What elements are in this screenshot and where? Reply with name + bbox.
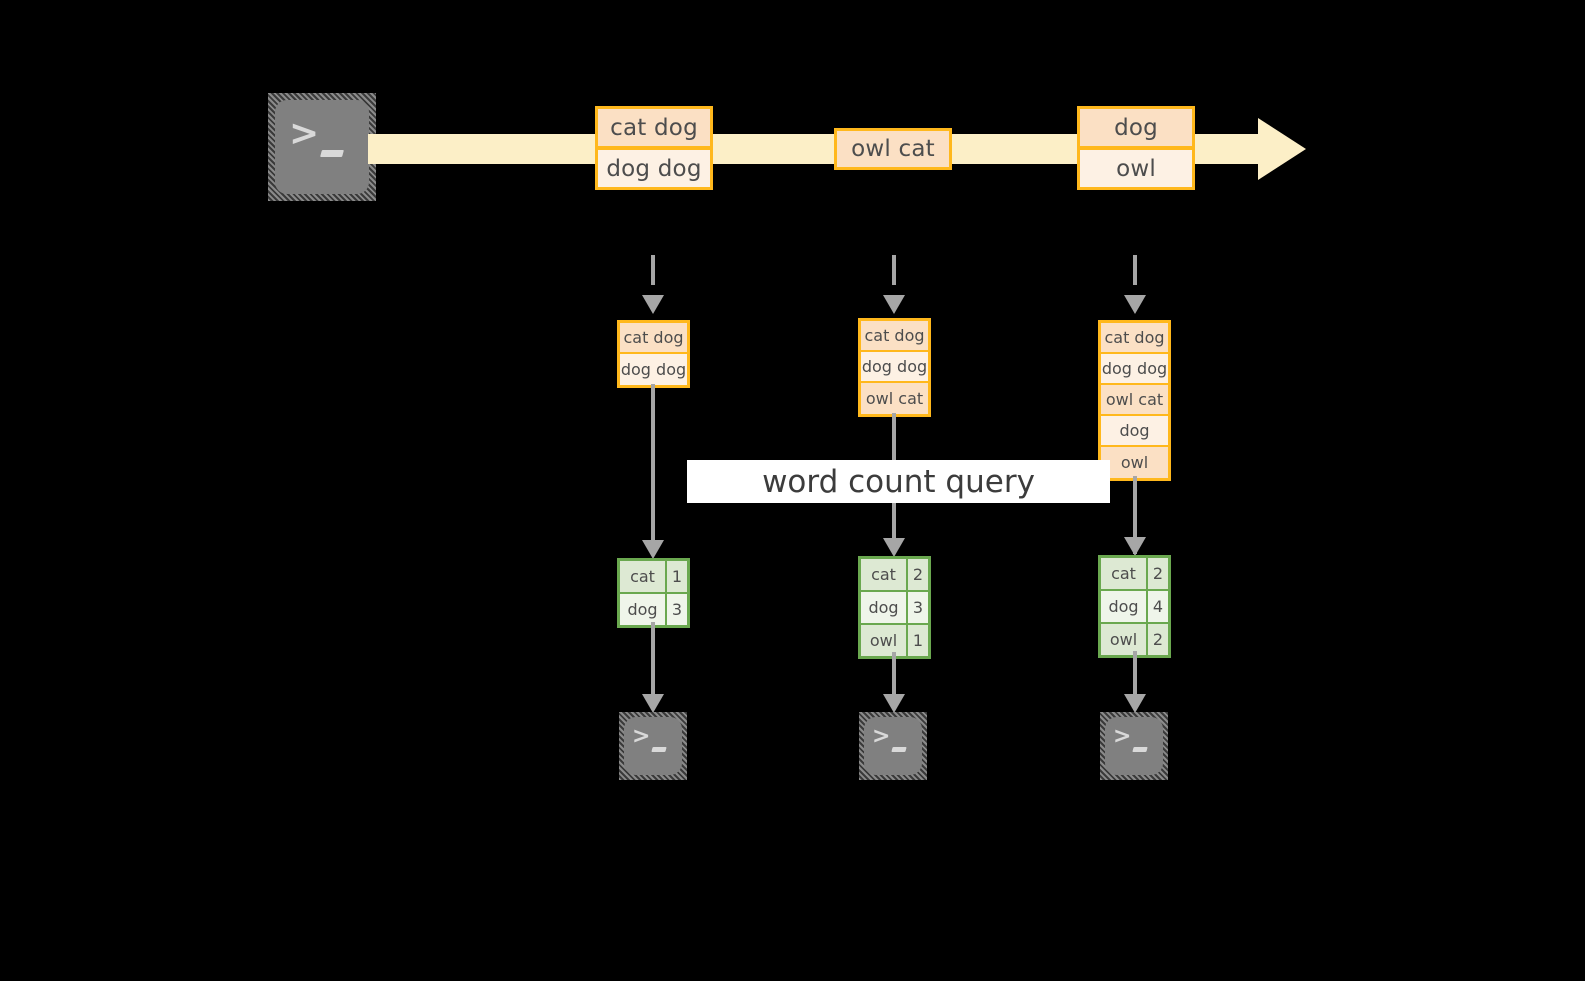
result-word: owl (861, 625, 908, 656)
result-word: cat (1101, 558, 1148, 589)
buffer-row: owl cat (861, 383, 928, 414)
buffer-row: owl cat (1101, 385, 1168, 416)
result-row: owl 2 (1101, 624, 1168, 655)
snapshot-1-sink-arrow-head (642, 694, 664, 713)
query-label-band: word count query (687, 460, 1110, 503)
terminal-screen: > (624, 717, 682, 775)
result-word: dog (1101, 591, 1148, 622)
result-row: cat 2 (861, 559, 928, 592)
snapshot-3-dashed-connector-head (1124, 295, 1146, 314)
stream-event-3-line-2: owl (1077, 147, 1195, 190)
terminal-prompt-glyph: > (632, 724, 651, 749)
result-word: dog (620, 594, 667, 625)
stream-arrow-head (1258, 118, 1306, 180)
result-word: owl (1101, 624, 1148, 655)
snapshot-1-result-table: cat 1 dog 3 (617, 558, 690, 628)
buffer-row: dog dog (1101, 354, 1168, 385)
snapshot-2-sink-arrow-line (892, 652, 896, 697)
snapshot-3-buffer-stack: cat dog dog dog owl cat dog owl (1098, 320, 1171, 481)
snapshot-1-query-arrow-line (651, 384, 655, 554)
snapshot-1-sink-arrow-line (651, 622, 655, 697)
result-word: cat (861, 559, 908, 590)
snapshot-2-dashed-connector-head (883, 295, 905, 314)
terminal-cursor-glyph (891, 747, 907, 752)
source-terminal-icon: > (268, 93, 376, 201)
result-word: dog (861, 592, 908, 623)
result-count: 3 (667, 594, 687, 625)
snapshot-2-buffer-stack: cat dog dog dog owl cat (858, 318, 931, 417)
terminal-screen: > (864, 717, 922, 775)
buffer-row: dog dog (620, 354, 687, 385)
snapshot-1-sink-terminal-icon: > (619, 712, 687, 780)
result-row: dog 4 (1101, 591, 1168, 624)
stream-event-1-line-2: dog dog (595, 147, 713, 190)
snapshot-2-query-arrow-head (883, 538, 905, 557)
buffer-row: owl (1101, 447, 1168, 478)
result-row: cat 2 (1101, 558, 1168, 591)
terminal-cursor-glyph (1132, 747, 1148, 752)
snapshot-2-dashed-connector-seg (892, 255, 896, 285)
result-count: 4 (1148, 591, 1168, 622)
terminal-screen: > (1105, 717, 1163, 775)
result-count: 1 (667, 561, 687, 592)
terminal-prompt-glyph: > (1113, 724, 1132, 749)
snapshot-3-dashed-connector-seg (1133, 255, 1137, 285)
snapshot-3-sink-arrow-line (1133, 651, 1137, 697)
snapshot-3-query-arrow-line (1133, 476, 1137, 554)
terminal-screen: > (275, 100, 369, 194)
result-row: owl 1 (861, 625, 928, 656)
buffer-row: dog (1101, 416, 1168, 447)
stream-event-1-line-1: cat dog (595, 106, 713, 149)
snapshot-1-dashed-connector-seg (651, 255, 655, 285)
stream-event-2-line-1: owl cat (834, 128, 952, 170)
buffer-row: cat dog (1101, 323, 1168, 354)
snapshot-3-sink-arrow-head (1124, 694, 1146, 713)
result-row: dog 3 (861, 592, 928, 625)
result-count: 2 (1148, 624, 1168, 655)
result-row: cat 1 (620, 561, 687, 594)
snapshot-3-sink-terminal-icon: > (1100, 712, 1168, 780)
snapshot-2-sink-arrow-head (883, 694, 905, 713)
snapshot-2-sink-terminal-icon: > (859, 712, 927, 780)
result-count: 1 (908, 625, 928, 656)
result-word: cat (620, 561, 667, 592)
terminal-prompt-glyph: > (872, 724, 891, 749)
result-count: 3 (908, 592, 928, 623)
snapshot-3-result-table: cat 2 dog 4 owl 2 (1098, 555, 1171, 658)
buffer-row: cat dog (620, 323, 687, 354)
stream-event-3-line-1: dog (1077, 106, 1195, 149)
snapshot-3-query-arrow-head (1124, 537, 1146, 556)
query-label-text: word count query (762, 463, 1035, 500)
buffer-row: cat dog (861, 321, 928, 352)
buffer-row: dog dog (861, 352, 928, 383)
snapshot-1-query-arrow-head (642, 540, 664, 559)
snapshot-1-buffer-stack: cat dog dog dog (617, 320, 690, 388)
terminal-prompt-glyph: > (289, 113, 320, 154)
result-count: 2 (908, 559, 928, 590)
terminal-cursor-glyph (320, 150, 344, 157)
result-count: 2 (1148, 558, 1168, 589)
snapshot-2-result-table: cat 2 dog 3 owl 1 (858, 556, 931, 659)
result-row: dog 3 (620, 594, 687, 625)
terminal-cursor-glyph (651, 747, 667, 752)
snapshot-1-dashed-connector-head (642, 295, 664, 314)
